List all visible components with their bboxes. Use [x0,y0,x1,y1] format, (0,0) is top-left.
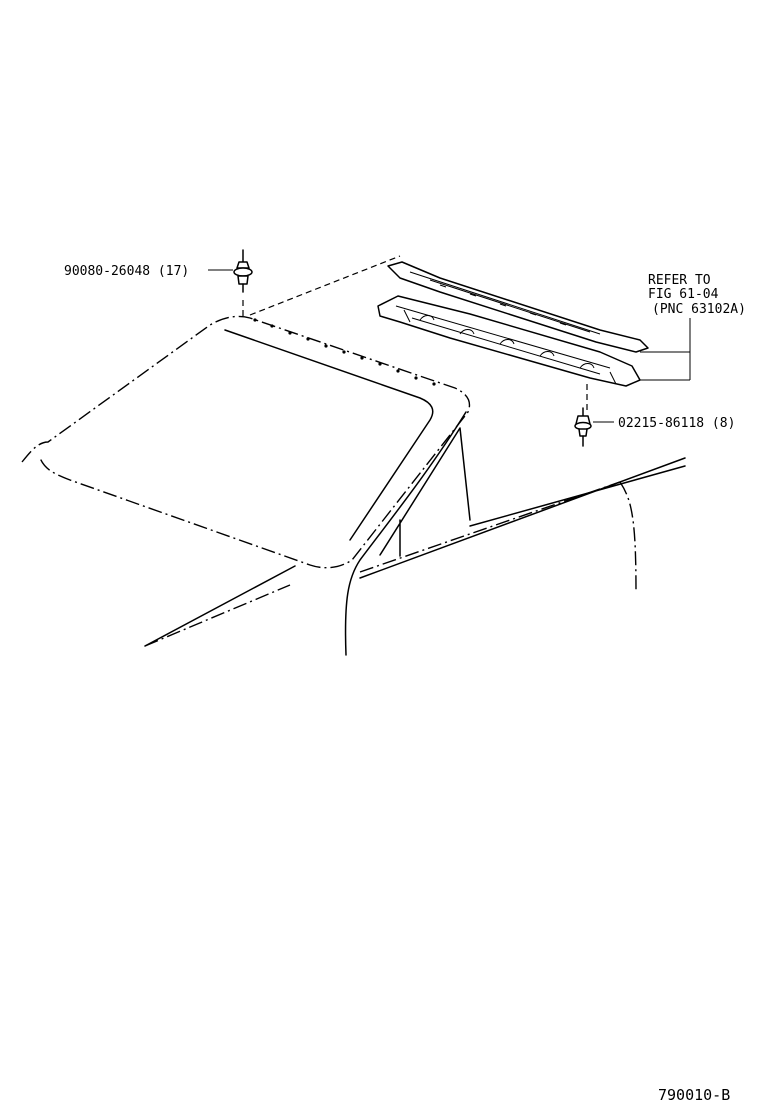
callout-clip-lower: 02215-86118 (8) [618,416,735,431]
header-fastener-dots [253,318,436,386]
leader-refer [640,318,691,381]
roof-rail-line [359,457,686,579]
a-pillar-inner [379,427,471,557]
clip-icon-lower [574,407,592,447]
upper-guide-line [242,255,401,318]
clip-icon-upper [233,249,253,293]
car-body-outline [21,315,686,656]
refer-line-1: REFER TO [648,273,711,288]
windshield-inner-line [224,329,434,541]
windshield-outline [21,315,471,569]
figure-code: 790010-B [658,1086,730,1104]
roof-reinforcement-upper [387,261,649,353]
hood-edge [144,584,291,647]
a-pillar-outer [344,411,467,656]
callout-clip-upper: 90080-26048 (17) [64,264,189,279]
refer-line-3: (PNC 63102A) [652,302,746,317]
door-rear-edge [619,481,637,593]
roof-reinforcement-lower [377,295,641,387]
refer-line-2: FIG 61-04 [648,287,719,302]
cowl-line [144,565,296,647]
